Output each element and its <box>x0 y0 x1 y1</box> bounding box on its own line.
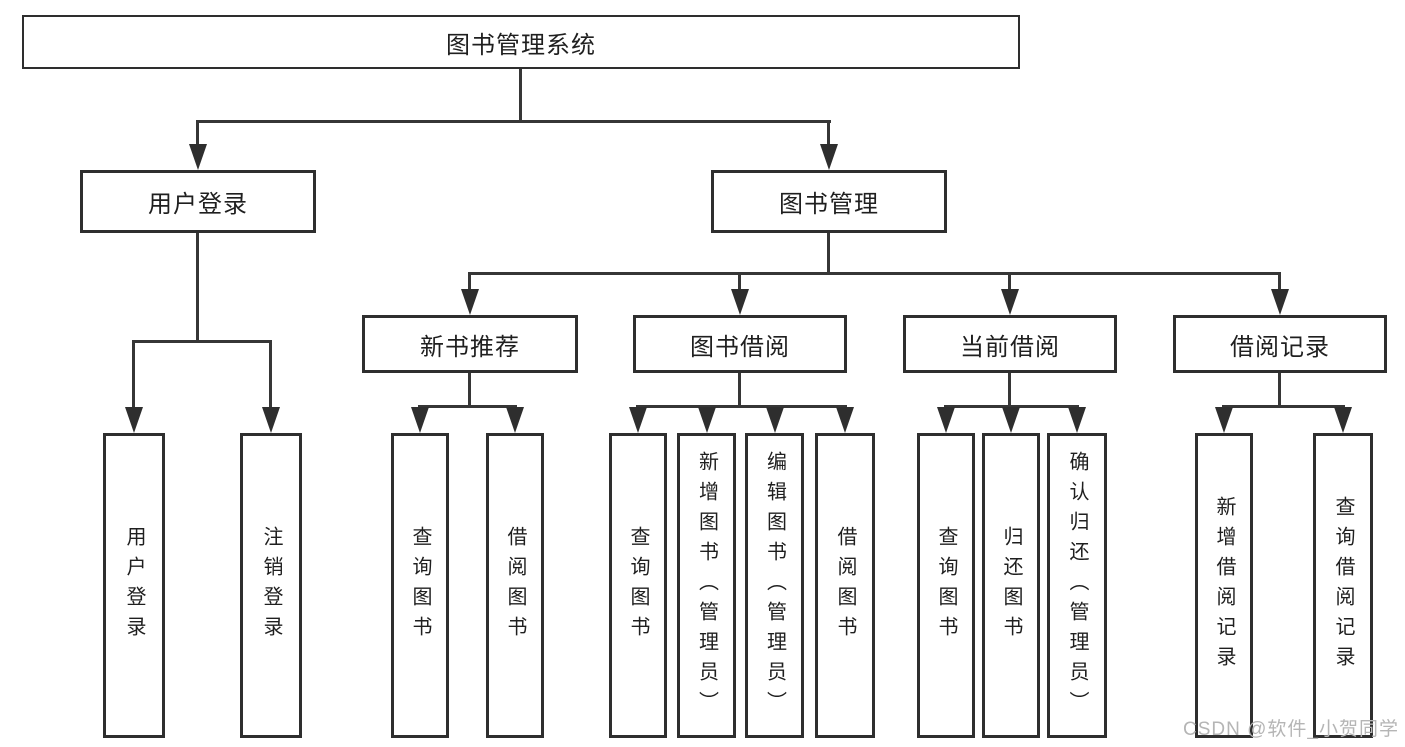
arrowhead-down-icon <box>836 407 854 433</box>
arrowhead-down-icon <box>189 144 207 170</box>
leaf-confirm-return-admin: 确认归还（管理员） <box>1047 433 1107 738</box>
connector-book-borrow-rail <box>636 405 847 408</box>
node-user-login: 用户登录 <box>80 170 316 233</box>
connector-drop-book-management <box>827 120 830 149</box>
connector-drop-book-borrow <box>738 272 741 292</box>
connector-user-login-stem <box>196 233 199 343</box>
node-current-borrow: 当前借阅 <box>903 315 1117 373</box>
connector-borrow-records-rail <box>1222 405 1345 408</box>
leaf-user-login: 用户登录 <box>103 433 165 738</box>
connector-drop-current-borrow <box>1008 272 1011 292</box>
arrowhead-down-icon <box>937 407 955 433</box>
node-borrow-records: 借阅记录 <box>1173 315 1387 373</box>
arrowhead-down-icon <box>766 407 784 433</box>
arrowhead-down-icon <box>506 407 524 433</box>
node-new-book-recommend: 新书推荐 <box>362 315 578 373</box>
connector-drop-leaf-user-login <box>132 340 135 412</box>
leaf-query-borrow-record: 查询借阅记录 <box>1313 433 1373 738</box>
connector-drop-borrow-records <box>1278 272 1281 292</box>
leaf-logout: 注销登录 <box>240 433 302 738</box>
node-book-borrow: 图书借阅 <box>633 315 847 373</box>
arrowhead-down-icon <box>125 407 143 433</box>
arrowhead-down-icon <box>1002 407 1020 433</box>
arrowhead-down-icon <box>1215 407 1233 433</box>
arrowhead-down-icon <box>698 407 716 433</box>
leaf-edit-book-admin: 编辑图书（管理员） <box>745 433 804 738</box>
arrowhead-down-icon <box>461 289 479 315</box>
connector-level3-rail <box>468 272 1281 275</box>
arrowhead-down-icon <box>1001 289 1019 315</box>
connector-borrow-records-stem <box>1278 373 1281 408</box>
leaf-add-borrow-record: 新增借阅记录 <box>1195 433 1253 738</box>
arrowhead-down-icon <box>629 407 647 433</box>
connector-new-book-recommend-stem <box>468 373 471 408</box>
connector-root-stem <box>519 69 522 123</box>
leaf-query-book-recommend: 查询图书 <box>391 433 449 738</box>
arrowhead-down-icon <box>1271 289 1289 315</box>
connector-user-login-rail <box>132 340 272 343</box>
connector-current-borrow-stem <box>1008 373 1011 408</box>
csdn-watermark: CSDN @软件_小贺同学 <box>1183 719 1399 740</box>
connector-level1-rail <box>196 120 831 123</box>
connector-drop-leaf-logout <box>269 340 272 412</box>
node-book-management: 图书管理 <box>711 170 947 233</box>
connector-drop-user-login <box>196 120 199 149</box>
arrowhead-down-icon <box>411 407 429 433</box>
arrowhead-down-icon <box>262 407 280 433</box>
arrowhead-down-icon <box>1334 407 1352 433</box>
arrowhead-down-icon <box>731 289 749 315</box>
leaf-query-book-current: 查询图书 <box>917 433 975 738</box>
connector-book-borrow-stem <box>738 373 741 408</box>
connector-book-management-stem <box>827 233 830 275</box>
arrowhead-down-icon <box>1068 407 1086 433</box>
leaf-borrow-book-borrow: 借阅图书 <box>815 433 875 738</box>
leaf-query-book-borrow: 查询图书 <box>609 433 667 738</box>
leaf-return-book: 归还图书 <box>982 433 1040 738</box>
connector-drop-new-book-recommend <box>468 272 471 292</box>
node-library-management-system: 图书管理系统 <box>22 15 1020 69</box>
arrowhead-down-icon <box>820 144 838 170</box>
leaf-borrow-book-recommend: 借阅图书 <box>486 433 544 738</box>
connector-new-book-recommend-rail <box>418 405 517 408</box>
leaf-add-book-admin: 新增图书（管理员） <box>677 433 736 738</box>
